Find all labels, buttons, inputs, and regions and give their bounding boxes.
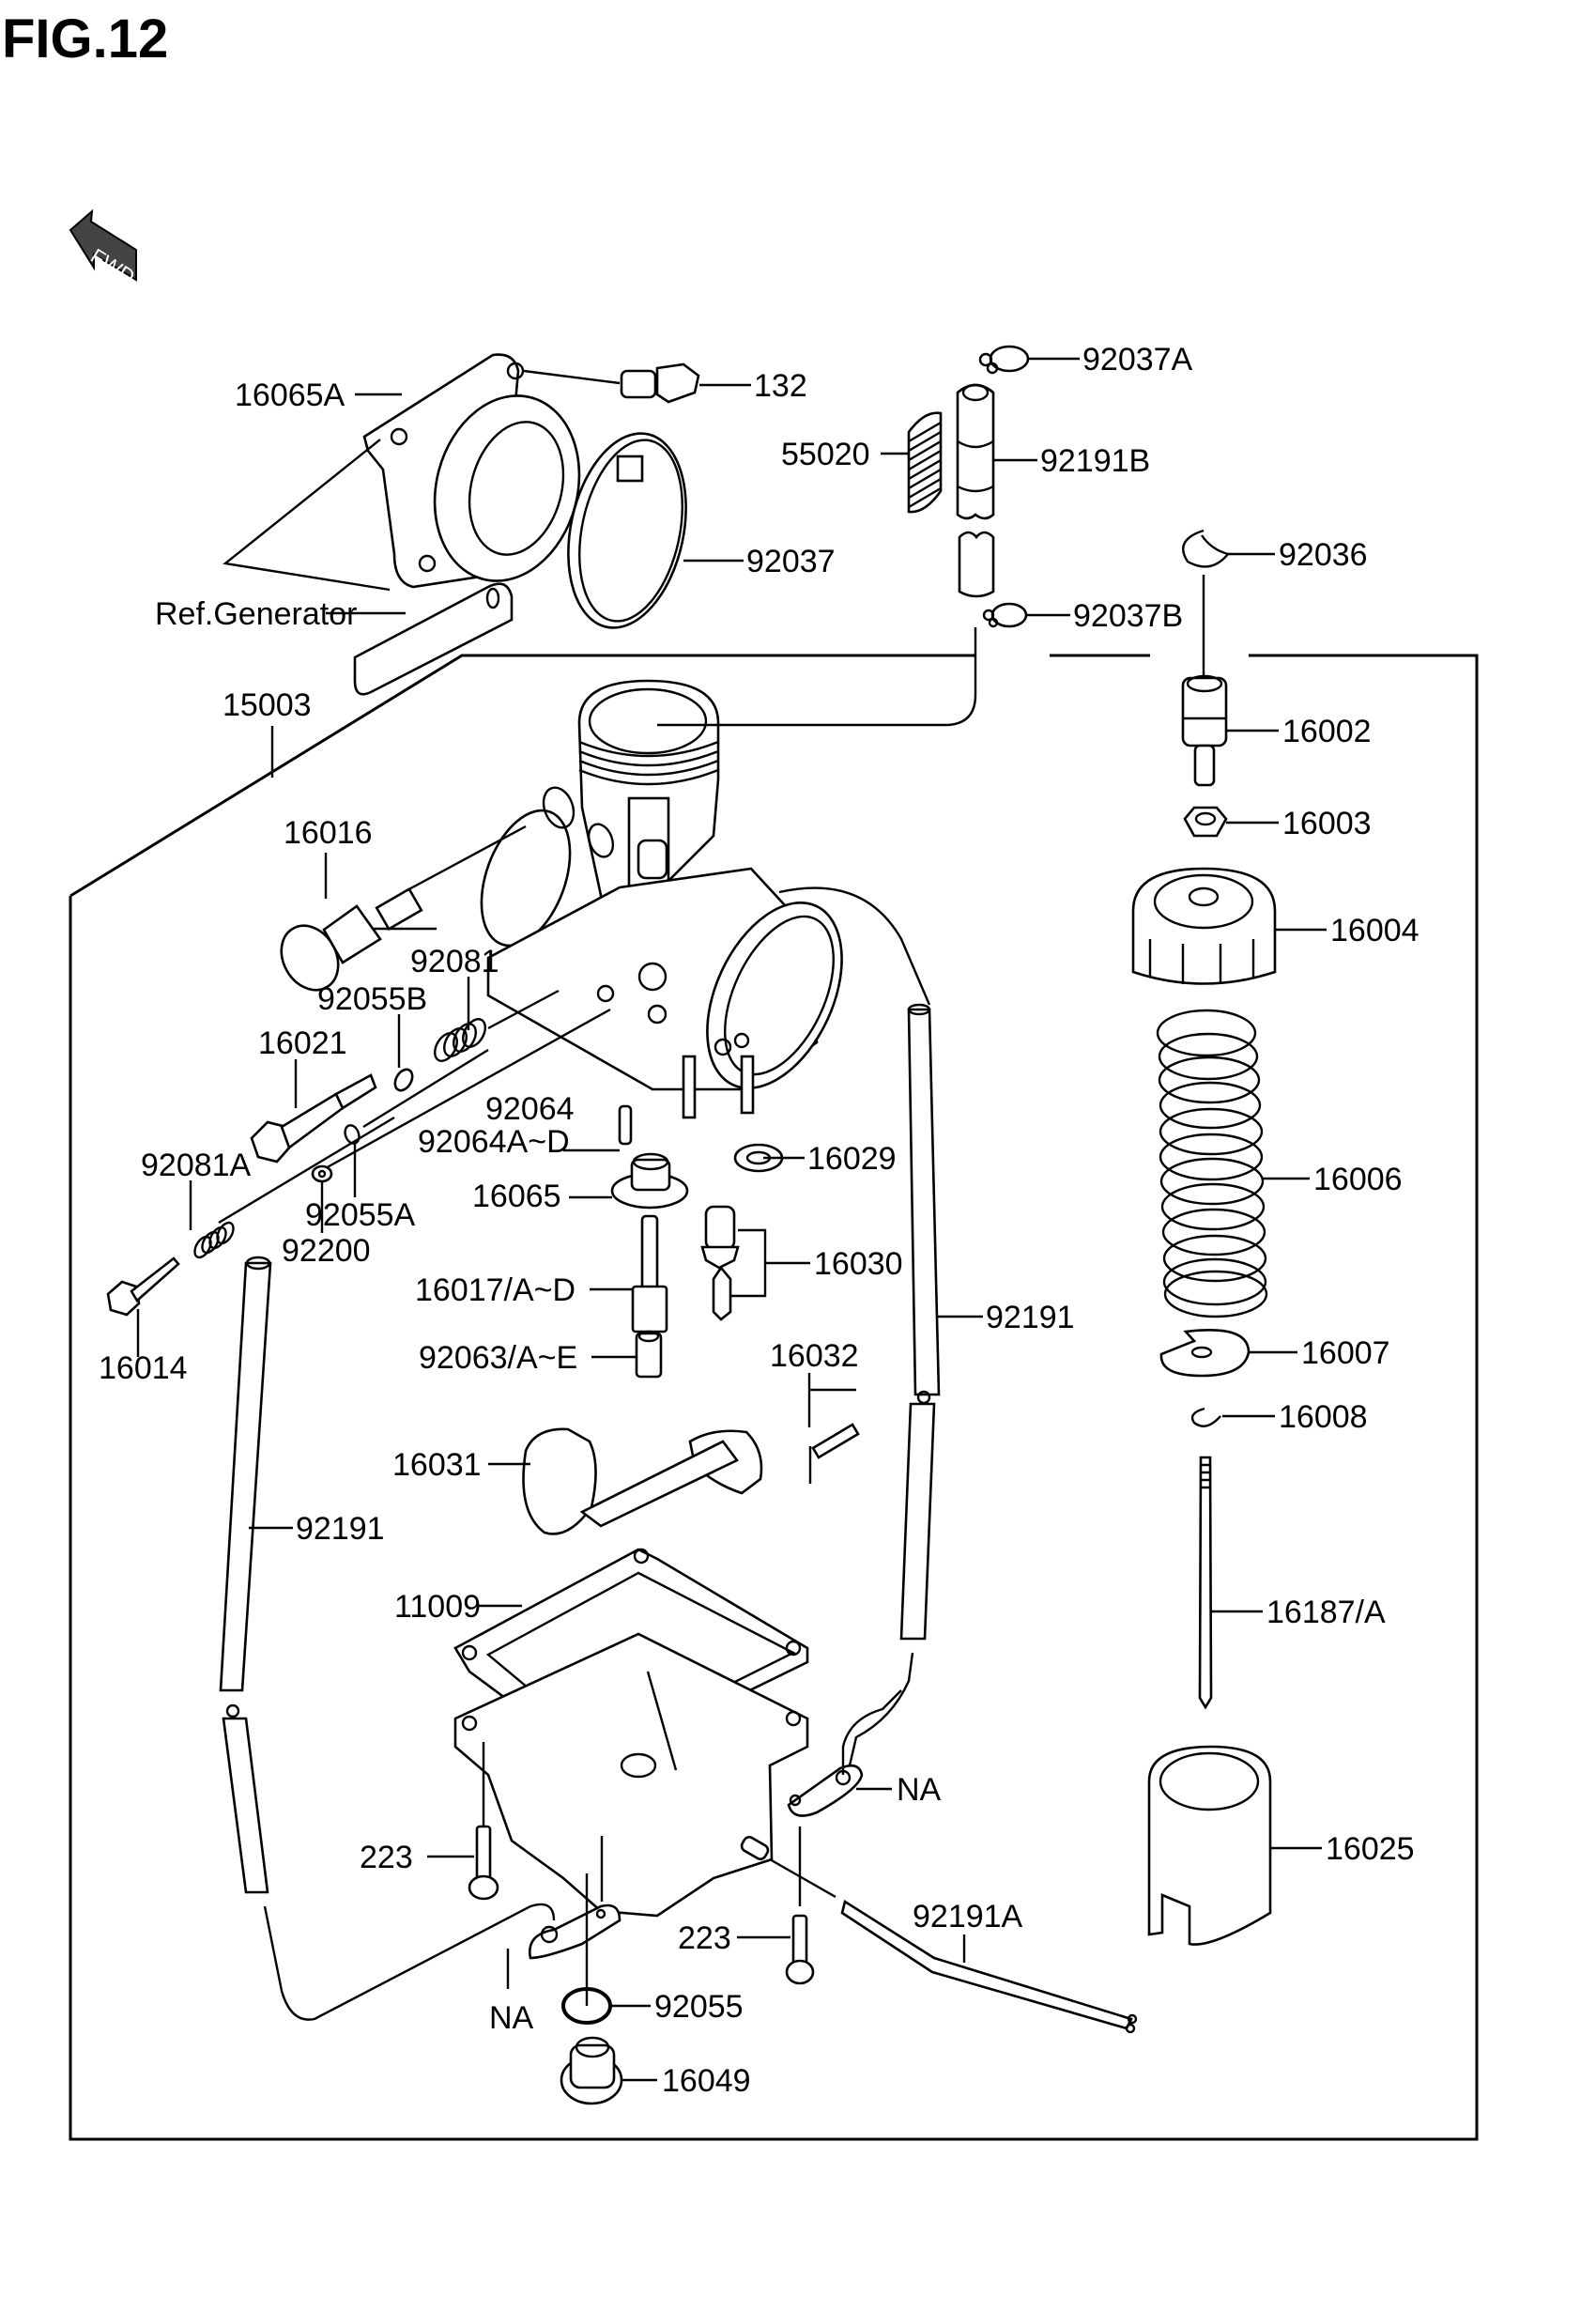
part-16008-clip: 16008 <box>1190 1399 1368 1435</box>
part-15003-carburetor-body: 15003 <box>223 679 931 1119</box>
callout-223-left: 223 <box>360 1840 413 1875</box>
part-16007-plate: 16007 <box>1159 1329 1390 1378</box>
callout-92055A: 92055A <box>305 1197 416 1233</box>
callout-na-left: NA <box>489 2000 534 2036</box>
callout-92191-left: 92191 <box>296 1511 385 1547</box>
callout-92037B: 92037B <box>1073 598 1183 634</box>
part-92191B-tube: 92191B <box>956 383 1150 598</box>
callout-92191-right: 92191 <box>986 1300 1075 1335</box>
part-92081-spring: 92081 <box>410 944 560 1062</box>
callout-ref-generator: Ref.Generator <box>155 596 357 632</box>
callout-16065A: 16065A <box>235 378 345 413</box>
callout-16017A-D: 16017/A~D <box>415 1272 575 1308</box>
part-92055-oring: 92055 <box>561 1873 744 2025</box>
part-16049-drain-plug: 16049 <box>560 2036 751 2105</box>
part-16002-adjuster: 16002 <box>1181 674 1372 787</box>
part-na-bracket-left: NA <box>489 1836 622 2036</box>
part-55020-filter: 55020 <box>781 411 943 514</box>
part-16030-float-valve: 16030 <box>700 1205 903 1321</box>
part-16187A-needle: 16187/A <box>1198 1456 1386 1710</box>
part-92191-right-hose: 92191 <box>848 1003 1075 1766</box>
callout-16029: 16029 <box>807 1141 897 1177</box>
ref-generator-bracket: Ref.Generator <box>155 439 514 696</box>
part-16029-washer: 16029 <box>733 1141 897 1177</box>
callout-15003: 15003 <box>223 687 312 723</box>
part-92063-main-jet: 92063/A~E <box>419 1330 663 1379</box>
part-float-bowl <box>453 1632 809 1918</box>
part-16032-float-pin: 16032 <box>770 1338 860 1484</box>
callout-16008: 16008 <box>1279 1399 1368 1435</box>
part-92191-left-hose: 92191 <box>219 1256 556 2021</box>
part-16014-air-screw: 16014 <box>99 1256 188 1386</box>
part-92037B-clip: 92037B <box>718 598 1183 727</box>
part-223-screw-left: 223 <box>360 1742 499 1901</box>
callout-16030: 16030 <box>814 1246 903 1282</box>
callout-92191A: 92191A <box>913 1899 1023 1934</box>
callout-92055: 92055 <box>654 1989 744 2025</box>
part-16065-holder: 16065 <box>472 1152 689 1214</box>
part-16031-float: 16031 <box>392 1427 763 1535</box>
part-92055B-washer: 92055B <box>317 981 427 1092</box>
figure-title: FIG.12 <box>2 8 169 69</box>
callout-92064: 92064 <box>485 1091 575 1127</box>
part-16016-starter-plunger: 16016 <box>280 815 527 992</box>
part-132-bolt: 132 <box>523 362 807 404</box>
callout-16187A: 16187/A <box>1266 1595 1386 1630</box>
callout-16021: 16021 <box>258 1025 347 1061</box>
part-16006-spring: 16006 <box>1156 1009 1403 1318</box>
callout-92081A: 92081A <box>141 1148 252 1183</box>
part-92081A-spring: 92081A <box>141 1148 252 1259</box>
part-92036-clip: 92036 <box>1182 529 1368 686</box>
callout-16031: 16031 <box>392 1447 482 1483</box>
part-92037A-clip: 92037A <box>978 342 1193 378</box>
part-16021-throttle-stop-screw: 16021 <box>250 1008 611 1171</box>
callout-16002: 16002 <box>1282 714 1372 749</box>
callout-132: 132 <box>754 368 807 404</box>
part-16025-slide: 16025 <box>1147 1745 1415 1946</box>
callout-92191B: 92191B <box>1040 443 1150 479</box>
callout-na-right: NA <box>897 1772 942 1808</box>
callout-16016: 16016 <box>284 815 373 851</box>
callout-223-bottom: 223 <box>678 1920 731 1956</box>
part-16004-cap: 16004 <box>1131 867 1420 985</box>
part-223-screw-bottom: 223 <box>678 1826 815 1985</box>
callout-92037: 92037 <box>746 544 836 579</box>
part-16017-needle-jet: 16017/A~D <box>415 1214 668 1333</box>
callout-92200: 92200 <box>282 1233 371 1269</box>
part-92064-jet: 92064 92064A~D <box>418 1091 633 1160</box>
callout-92037A: 92037A <box>1082 342 1193 378</box>
callout-16014: 16014 <box>99 1350 188 1386</box>
callout-92063A-E: 92063/A~E <box>419 1340 577 1376</box>
callout-92064A-D: 92064A~D <box>418 1124 570 1160</box>
callout-11009: 11009 <box>394 1589 481 1625</box>
part-92055A-oring: 92055A <box>305 1048 489 1233</box>
part-16003-nut: 16003 <box>1183 806 1372 841</box>
callout-16065: 16065 <box>472 1179 561 1214</box>
callout-16006: 16006 <box>1313 1162 1403 1197</box>
callout-16025: 16025 <box>1326 1831 1415 1867</box>
part-92191A-overflow-hose: 92191A <box>769 1857 1138 2034</box>
part-16065A-intake-flange: 16065A <box>235 353 581 589</box>
callout-16004: 16004 <box>1330 913 1420 948</box>
callout-92055B: 92055B <box>317 981 427 1017</box>
fwd-arrow-icon: FWD <box>69 208 139 288</box>
callout-16049: 16049 <box>662 2063 751 2099</box>
callout-16003: 16003 <box>1282 806 1372 841</box>
part-na-bracket-right: NA <box>787 1689 942 1817</box>
callout-92081: 92081 <box>410 944 499 979</box>
callout-55020: 55020 <box>781 437 870 472</box>
assembly-frame <box>69 654 1479 2141</box>
callout-16032: 16032 <box>770 1338 859 1374</box>
part-92037-clamp: 92037 <box>567 432 836 629</box>
part-92200-washer: 92200 <box>218 1116 395 1269</box>
callout-92036: 92036 <box>1279 537 1368 573</box>
callout-16007: 16007 <box>1301 1335 1390 1371</box>
